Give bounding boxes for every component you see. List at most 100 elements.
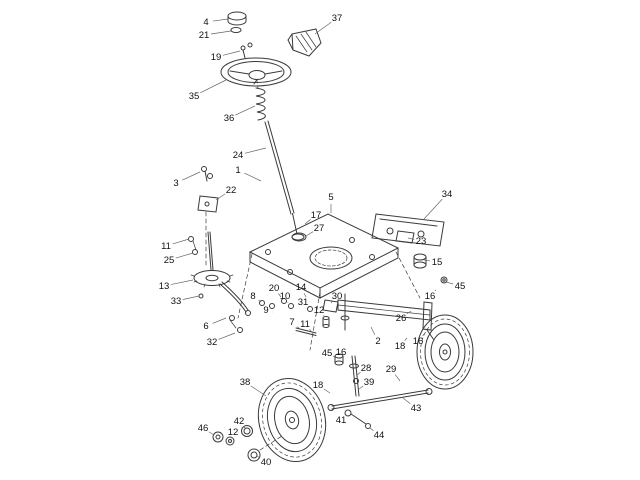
- svg-text:13: 13: [159, 281, 170, 292]
- steering-spring: [255, 79, 266, 121]
- callout-18: 18: [313, 380, 331, 394]
- svg-text:12: 12: [314, 305, 325, 316]
- hub-hardware: [212, 425, 283, 462]
- svg-text:35: 35: [189, 91, 200, 102]
- callout-32: 32: [207, 332, 236, 348]
- svg-text:14: 14: [296, 282, 307, 293]
- svg-text:38: 38: [240, 377, 251, 388]
- steering-cap: [227, 11, 247, 33]
- front-wheel: [257, 377, 327, 463]
- diagram-art: [188, 11, 474, 463]
- callout-34: 34: [423, 189, 453, 220]
- callout-3: 3: [173, 171, 201, 189]
- svg-text:45: 45: [455, 281, 466, 292]
- callout-22: 22: [215, 185, 236, 201]
- hardware-cluster: [229, 298, 344, 366]
- steering-support-bracket: [197, 195, 219, 267]
- callout-15: 15: [423, 257, 443, 268]
- svg-text:11: 11: [300, 319, 310, 330]
- callout-31: 31: [298, 297, 310, 309]
- svg-text:31: 31: [298, 297, 309, 308]
- svg-text:6: 6: [203, 321, 208, 332]
- svg-text:10: 10: [280, 291, 291, 302]
- callout-44: 44: [369, 427, 385, 441]
- svg-text:37: 37: [332, 13, 343, 24]
- svg-text:26: 26: [396, 313, 407, 324]
- callout-16: 16: [336, 347, 347, 359]
- svg-text:44: 44: [374, 430, 385, 441]
- svg-text:18: 18: [395, 341, 406, 352]
- steering-wheel: [220, 57, 292, 87]
- svg-text:7: 7: [289, 317, 294, 328]
- rear-bracket: [371, 213, 445, 247]
- svg-text:46: 46: [198, 423, 209, 434]
- svg-text:11: 11: [161, 241, 171, 252]
- svg-text:33: 33: [171, 296, 182, 307]
- rear-wheel: [416, 314, 474, 390]
- callout-40: 40: [256, 455, 272, 468]
- svg-text:21: 21: [199, 30, 210, 41]
- svg-text:15: 15: [432, 257, 443, 268]
- callout-25: 25: [164, 252, 194, 266]
- drag-link: [219, 281, 251, 316]
- svg-text:32: 32: [207, 337, 218, 348]
- callout-5: 5: [328, 192, 334, 213]
- svg-text:23: 23: [416, 236, 427, 247]
- svg-text:4: 4: [203, 17, 208, 28]
- svg-text:16: 16: [336, 347, 347, 358]
- svg-text:36: 36: [224, 113, 235, 124]
- bushing: [413, 253, 448, 284]
- callout-17: 17: [304, 210, 321, 225]
- callout-27: 27: [305, 223, 325, 237]
- callout-16: 16: [425, 289, 437, 302]
- callout-7: 7: [289, 317, 301, 330]
- callout-33: 33: [171, 295, 200, 307]
- callout-45: 45: [445, 281, 466, 292]
- callout-12: 12: [314, 305, 326, 318]
- callout-45: 45: [322, 348, 336, 359]
- callout-12: 12: [228, 427, 239, 440]
- callout-30: 30: [330, 291, 343, 304]
- svg-text:16: 16: [413, 336, 424, 347]
- callout-21: 21: [199, 30, 232, 41]
- callout-24: 24: [233, 147, 267, 161]
- callout-1: 1: [235, 165, 262, 182]
- svg-text:39: 39: [364, 377, 375, 388]
- callout-20: 20: [269, 283, 282, 298]
- svg-text:27: 27: [314, 223, 325, 234]
- svg-text:42: 42: [234, 416, 245, 427]
- callout-10: 10: [280, 291, 291, 304]
- svg-text:45: 45: [322, 348, 333, 359]
- callout-46: 46: [198, 423, 215, 436]
- svg-text:9: 9: [263, 305, 268, 316]
- svg-text:16: 16: [425, 291, 436, 302]
- callout-41: 41: [336, 414, 348, 426]
- washers-left: [188, 236, 204, 299]
- callout-29: 29: [386, 364, 401, 382]
- steering-sector-gear: [190, 231, 234, 288]
- svg-text:30: 30: [332, 291, 343, 302]
- callout-8: 8: [250, 291, 262, 303]
- callout-6: 6: [203, 317, 227, 332]
- callout-19: 19: [211, 50, 241, 63]
- ignition-bracket: [287, 28, 322, 57]
- steering-shaft: [264, 120, 305, 241]
- svg-text:43: 43: [411, 403, 422, 414]
- mount-screws: [201, 166, 213, 182]
- callout-37: 37: [314, 13, 343, 35]
- callout-11: 11: [300, 319, 312, 332]
- rod-ends: [344, 409, 371, 429]
- callout-36: 36: [224, 105, 256, 124]
- callout-39: 39: [358, 377, 375, 390]
- svg-text:40: 40: [261, 457, 272, 468]
- callout-43: 43: [402, 397, 422, 414]
- cap-screws: [240, 42, 253, 59]
- callout-35: 35: [189, 79, 227, 102]
- svg-text:34: 34: [442, 189, 453, 200]
- callout-23: 23: [407, 236, 427, 247]
- svg-text:12: 12: [228, 427, 239, 438]
- svg-text:5: 5: [328, 192, 333, 203]
- callout-18: 18: [395, 337, 408, 352]
